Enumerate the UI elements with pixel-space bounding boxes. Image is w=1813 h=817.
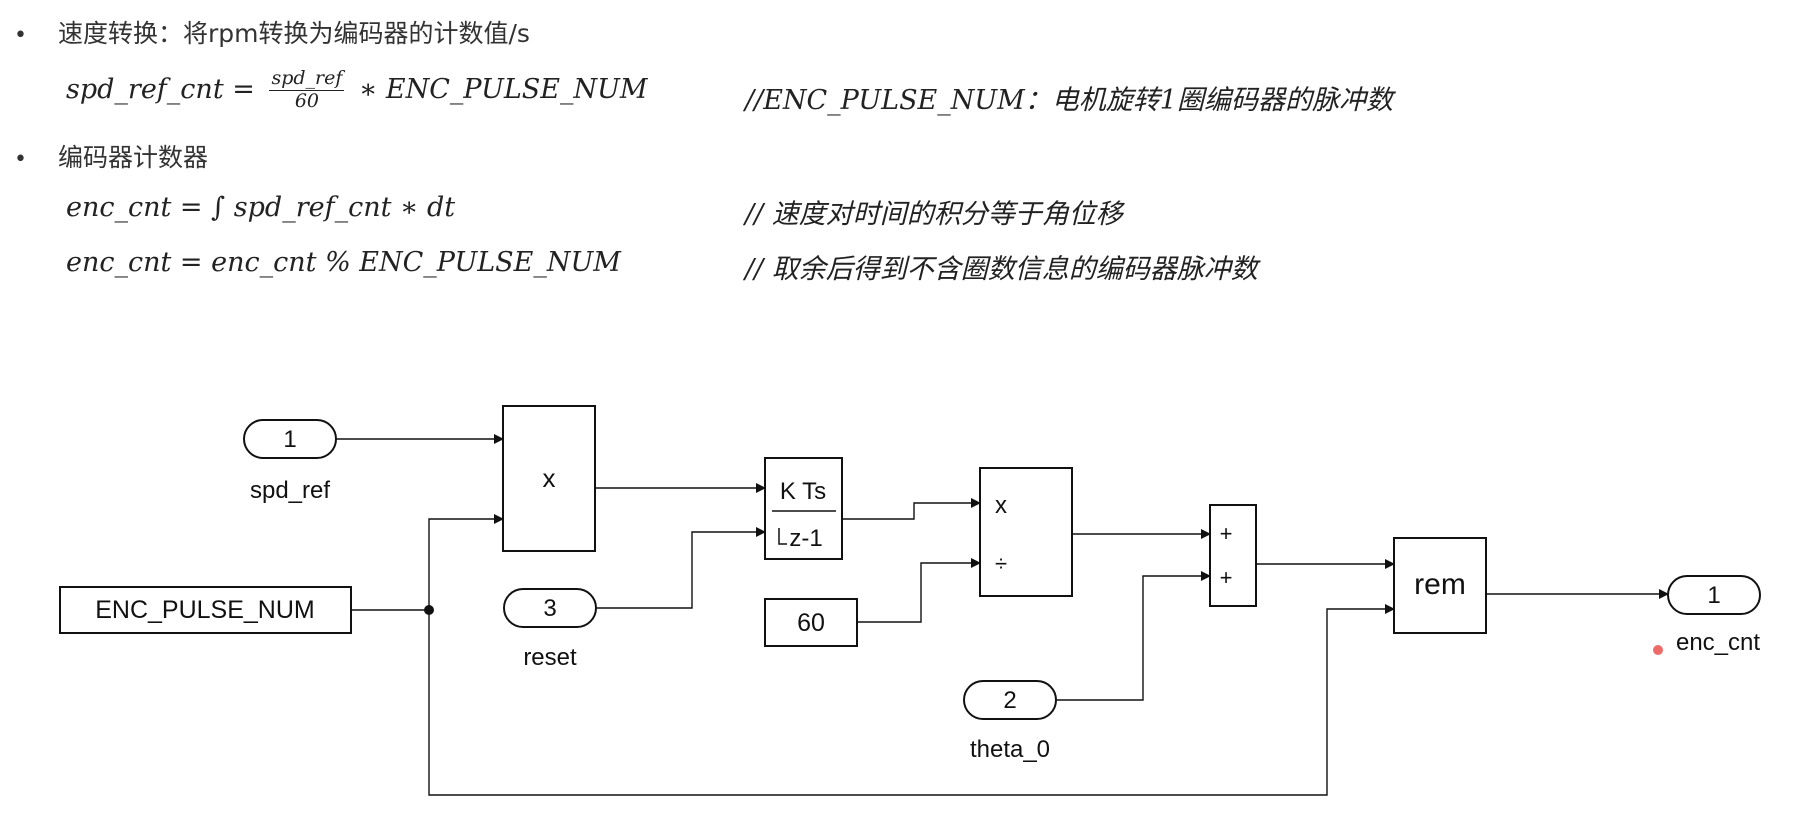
divide-multiply-symbol: x	[995, 492, 1007, 519]
inport-reset[interactable]: 3 reset	[503, 588, 597, 671]
rem-block[interactable]: rem	[1393, 537, 1487, 634]
fraction-numerator: spd_ref	[269, 67, 345, 91]
formula-lhs: spd_ref_cnt =	[66, 73, 255, 105]
inport-spd-ref[interactable]: 1 spd_ref	[243, 419, 337, 504]
inport-spd-ref-number: 1	[283, 426, 296, 453]
bullet-dot: •	[14, 23, 27, 48]
enc-pulse-num-label: ENC_PULSE_NUM	[95, 596, 315, 624]
formula1-comment: //ENC_PULSE_NUM：电机旋转1圈编码器的脉冲数	[745, 85, 1393, 116]
outport-enc-cnt[interactable]: 1 enc_cnt	[1667, 575, 1761, 656]
bullet-text: 编码器计数器	[58, 143, 209, 172]
signal-60-to-divide[interactable]	[857, 558, 981, 623]
inport-reset-number: 3	[543, 595, 556, 622]
outport-enc-cnt-number: 1	[1707, 582, 1720, 609]
inport-theta-0-label: theta_0	[970, 736, 1050, 763]
bullet-text: 速度转换：将rpm转换为编码器的计数值/s	[58, 19, 530, 48]
reset-icon	[778, 528, 787, 545]
formula-integral: enc_cnt = ∫ spd_ref_cnt ∗ dt	[66, 192, 456, 223]
enc-pulse-num-constant[interactable]: ENC_PULSE_NUM	[59, 586, 352, 634]
inport-theta-0[interactable]: 2 theta_0	[963, 680, 1057, 763]
inport-reset-label: reset	[523, 644, 577, 671]
cursor-icon	[1653, 645, 1663, 655]
discrete-integrator-block[interactable]: K Ts z-1	[764, 457, 843, 560]
fraction-denominator: 60	[294, 89, 320, 112]
product-block-symbol: x	[543, 463, 556, 493]
bullet-speed-conversion: • 速度转换：将rpm转换为编码器的计数值/s	[14, 14, 530, 50]
signal-theta-to-sum[interactable]	[1056, 571, 1211, 701]
signal-enc-to-product[interactable]	[428, 514, 504, 610]
formula3-comment: // 取余后得到不含圈数信息的编码器脉冲数	[745, 254, 1258, 285]
sum-block[interactable]: + +	[1209, 504, 1257, 607]
formula-remainder: enc_cnt = enc_cnt % ENC_PULSE_NUM	[66, 247, 621, 278]
rem-block-label: rem	[1414, 568, 1466, 601]
constant-60[interactable]: 60	[764, 598, 858, 647]
bullet-encoder-counter: • 编码器计数器	[14, 138, 208, 174]
formula-spd-ref-cnt: spd_ref_cnt = spd_ref 60 ∗ ENC_PULSE_NUM	[66, 67, 648, 113]
bullet-dot: •	[14, 147, 27, 172]
integrator-denominator: z-1	[789, 525, 822, 552]
sum-plus-1: +	[1220, 521, 1233, 546]
sum-plus-2: +	[1220, 565, 1233, 590]
formula-rhs: ∗ ENC_PULSE_NUM	[359, 73, 648, 105]
signal-enc-to-rem[interactable]	[428, 604, 1395, 796]
formula-fraction: spd_ref 60	[269, 67, 345, 113]
divide-block[interactable]: x ÷	[979, 467, 1073, 597]
constant-60-value: 60	[797, 609, 825, 637]
signal-integrator-to-divide[interactable]	[842, 498, 981, 520]
inport-spd-ref-label: spd_ref	[250, 477, 330, 504]
integrator-numerator: K Ts	[780, 478, 826, 505]
product-block[interactable]: x	[502, 405, 596, 552]
formula2-comment: // 速度对时间的积分等于角位移	[745, 199, 1123, 230]
divide-divide-symbol: ÷	[995, 551, 1007, 576]
signal-reset-to-integrator[interactable]	[596, 527, 766, 609]
outport-enc-cnt-label: enc_cnt	[1676, 629, 1760, 656]
branch-point	[424, 605, 434, 615]
inport-theta-0-number: 2	[1003, 687, 1016, 714]
